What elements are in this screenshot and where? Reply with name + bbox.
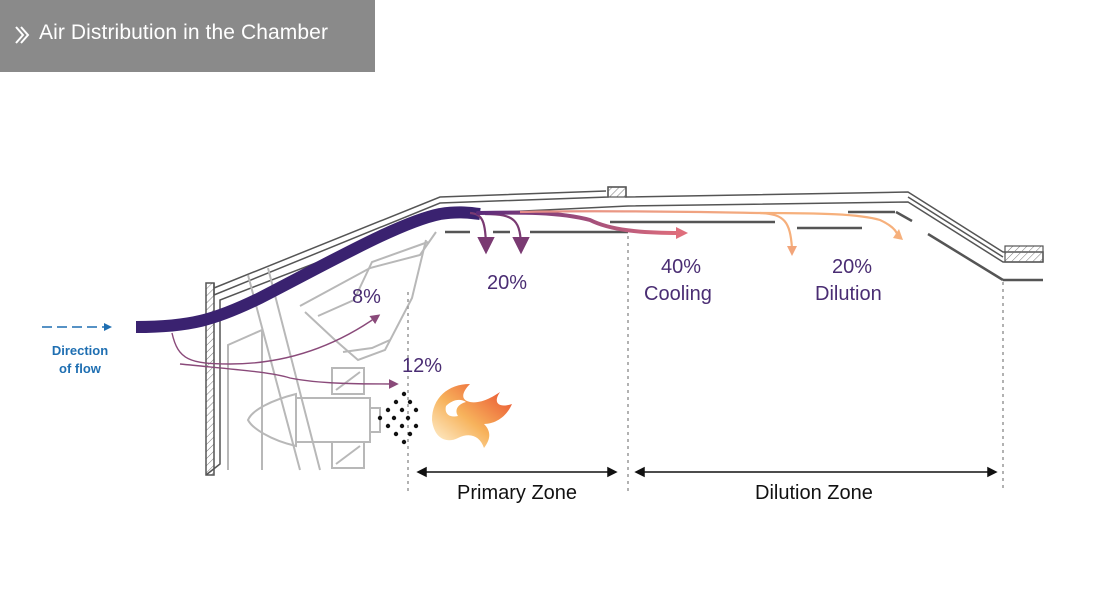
cooling-percent-label: 40% [661, 256, 702, 278]
dilution-percent-label: 20% [832, 256, 873, 278]
page-title: Air Distribution in the Chamber [39, 21, 329, 44]
dilution-arrowhead-icon [787, 246, 797, 256]
direction-arrow-icon [42, 323, 112, 331]
fuel-injector-assembly [227, 231, 437, 471]
title-banner: Air Distribution in the Chamber [0, 0, 375, 72]
direction-of-flow-label: Direction of flow [44, 342, 116, 378]
zone-dividers [407, 236, 1004, 492]
cooling-flow-arrow [476, 210, 682, 235]
direction-line-2: of flow [59, 361, 101, 376]
inner-liner [445, 210, 1043, 282]
direction-line-1: Direction [51, 343, 109, 358]
flame-icon [432, 384, 512, 448]
main-air-flow [135, 206, 481, 333]
secondary-percent-label: 20% [487, 272, 528, 294]
swirl-percent-label: 8% [352, 286, 381, 308]
primary-percent-label: 12% [402, 355, 443, 377]
cooling-arrowhead-icon [676, 227, 688, 239]
dilution-arrowhead-icon-2 [893, 229, 903, 240]
cooling-label: Cooling [644, 283, 712, 305]
dilution-flow-line [519, 210, 794, 249]
primary-zone-label: Primary Zone [457, 482, 578, 504]
dilution-label: Dilution [815, 283, 882, 305]
dilution-flow-line-2 [759, 211, 900, 237]
double-chevron-right-icon [15, 26, 30, 44]
primary-flow-arrow [179, 363, 399, 389]
fuel-spray-dots [377, 391, 419, 445]
dilution-zone-label: Dilution Zone [755, 482, 873, 504]
zone-arrows [416, 466, 998, 478]
swirl-flow-arrow [171, 314, 381, 365]
